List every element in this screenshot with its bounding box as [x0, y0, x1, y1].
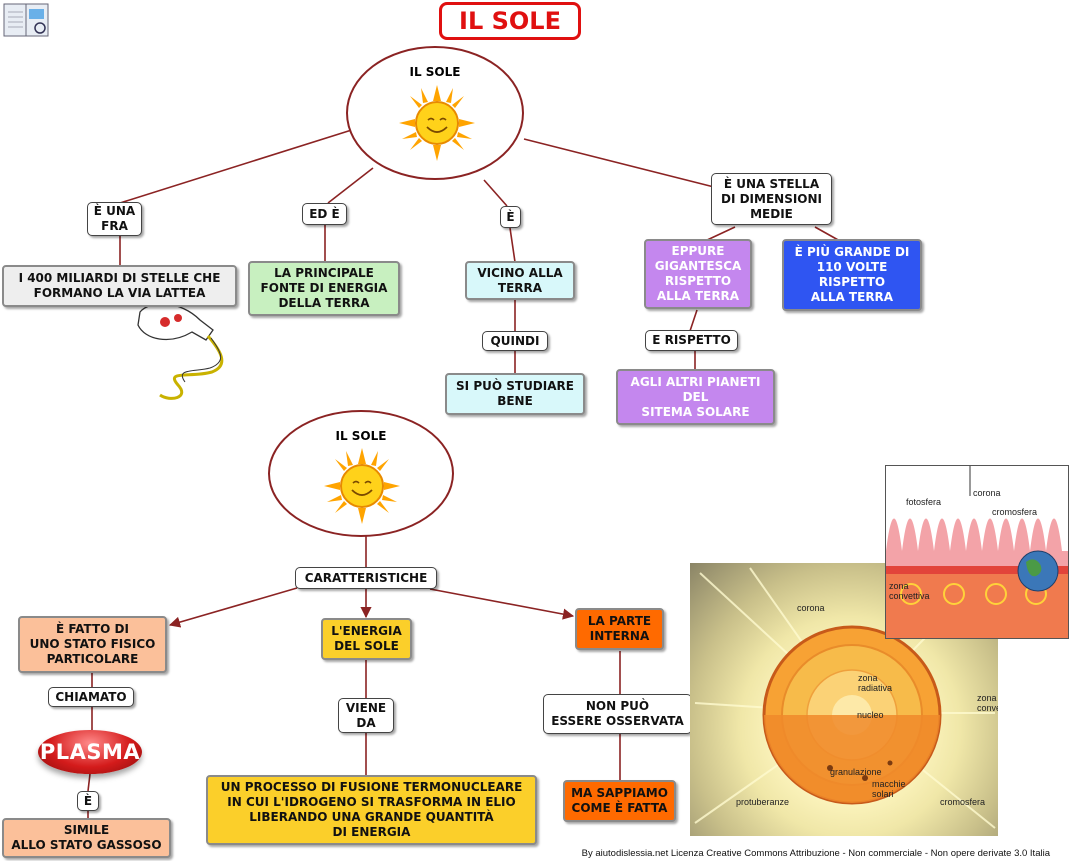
link-e-una-fra: È UNA FRA — [87, 202, 142, 236]
label-zona-radiativa: zona radiativa — [858, 673, 893, 693]
label-macchie-solari: macchie solari — [872, 779, 906, 799]
line-caratt-stato — [168, 587, 298, 628]
line-caratt-interna — [429, 588, 575, 620]
center-title-top: IL SOLE — [409, 65, 461, 79]
milk-bottle-icon — [137, 303, 224, 400]
node-stelle-via-lattea: I 400 MILIARDI DI STELLE CHE FORMANO LA … — [2, 265, 237, 307]
label-inset-corona: corona — [973, 488, 1001, 498]
label-zona-convettiva: zona convettiva — [977, 693, 998, 713]
line-center-ed — [327, 167, 374, 204]
label-granulazione: granulazione — [830, 767, 882, 777]
node-vicino-terra: VICINO ALLA TERRA — [465, 261, 575, 300]
link-e: È — [500, 206, 521, 228]
label-nucleo: nucleo — [857, 710, 884, 720]
node-energia-sole: L'ENERGIA DEL SOLE — [321, 618, 412, 660]
label-corona: corona — [797, 603, 825, 613]
notebook-icon — [3, 3, 49, 37]
link-chiamato: CHIAMATO — [48, 687, 134, 707]
node-stato-fisico: È FATTO DI UNO STATO FISICO PARTICOLARE — [18, 616, 167, 673]
line-stella-gigantesca — [704, 226, 736, 242]
label-inset-zona-convettiva: zona convettiva — [889, 581, 930, 601]
surface-detail-inset: fotosfera corona cromosfera zona convett… — [885, 465, 1069, 639]
line-gigantesca-rispetto — [689, 309, 698, 332]
link-e-simile: È — [77, 791, 99, 811]
center-ellipse-top: IL SOLE — [346, 46, 524, 180]
center-title-bottom: IL SOLE — [335, 429, 387, 443]
node-sappiamo: MA SAPPIAMO COME È FATTA — [563, 780, 676, 822]
link-viene-da: VIENE DA — [338, 698, 394, 733]
link-stella-medie: È UNA STELLA DI DIMENSIONI MEDIE — [711, 173, 832, 225]
link-e-rispetto: E RISPETTO — [645, 330, 738, 351]
link-caratteristiche: CARATTERISTICHE — [295, 567, 437, 589]
line-e-vicino — [509, 227, 516, 263]
sun-icon — [324, 448, 400, 524]
node-simile-gassoso: SIMILE ALLO STATO GASSOSO — [2, 818, 171, 858]
node-fusione: UN PROCESSO DI FUSIONE TERMONUCLEARE IN … — [206, 775, 537, 845]
plasma-badge: PLASMA — [38, 730, 142, 774]
node-parte-interna: LA PARTE INTERNA — [575, 608, 664, 650]
label-protuberanze: protuberanze — [736, 797, 790, 807]
line-stella-grande — [814, 226, 841, 242]
line-center-e — [483, 179, 508, 207]
label-cromosfera: cromosfera — [940, 797, 986, 807]
label-inset-cromosfera: cromosfera — [992, 507, 1038, 517]
link-non-osservata: NON PUÒ ESSERE OSSERVATA — [543, 694, 692, 734]
link-quindi: QUINDI — [482, 331, 548, 351]
center-ellipse-bottom: IL SOLE — [268, 410, 454, 537]
label-inset-fotosfera: fotosfera — [906, 497, 942, 507]
sun-icon — [399, 85, 475, 161]
line-plasma-e — [87, 773, 91, 792]
license-footer: By aiutodislessia.net Licenza Creative C… — [581, 848, 1050, 859]
node-studiare-bene: SI PUÒ STUDIARE BENE — [445, 373, 585, 415]
link-ed-e: ED È — [302, 203, 347, 225]
line-center-stella — [523, 138, 715, 188]
node-piu-grande: È PIÙ GRANDE DI 110 VOLTE RISPETTO ALLA … — [782, 239, 922, 311]
line-center-fra — [119, 127, 359, 204]
node-gigantesca: EPPURE GIGANTESCA RISPETTO ALLA TERRA — [644, 239, 752, 309]
node-fonte-energia: LA PRINCIPALE FONTE DI ENERGIA DELLA TER… — [248, 261, 400, 316]
page-title: IL SOLE — [439, 2, 581, 40]
node-altri-pianeti: AGLI ALTRI PIANETI DEL SITEMA SOLARE — [616, 369, 775, 425]
